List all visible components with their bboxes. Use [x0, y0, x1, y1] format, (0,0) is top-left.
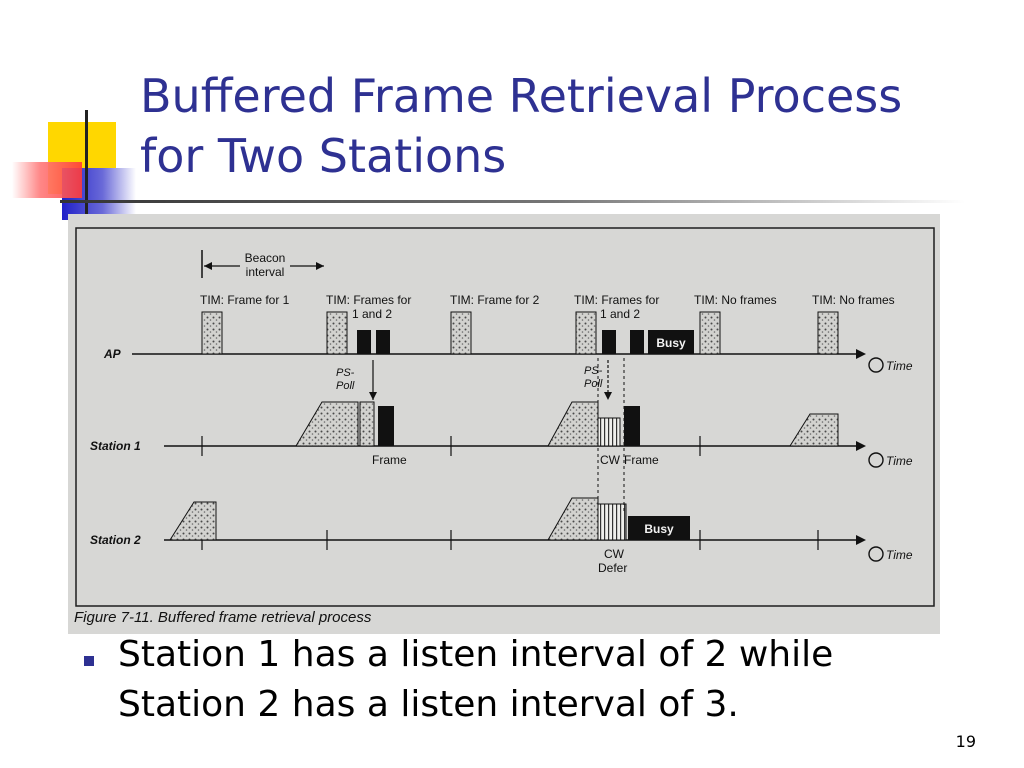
station-2-busy-block	[628, 516, 690, 540]
decor-red-bar	[12, 162, 82, 198]
station-1-frame-label-2: Frame	[624, 453, 659, 467]
ap-buffered-frame-3	[602, 330, 616, 354]
title-divider	[60, 200, 965, 203]
ap-busy-block	[648, 330, 694, 354]
station-1-ps-poll-frame	[359, 401, 375, 447]
beacon-interval-arrowhead-left	[204, 262, 212, 270]
ap-buffered-frame-4	[630, 330, 644, 354]
ap-beacon-6	[817, 311, 839, 355]
diagram-figure: Beacon interval TIM: Frame for 1 TIM: Fr…	[68, 214, 940, 634]
station-1-received-frame-2	[624, 406, 640, 446]
beacon-interval-label-line-1: Beacon	[245, 251, 286, 265]
decor-vertical-line	[85, 110, 88, 218]
station-2-time-label: Time	[886, 548, 913, 562]
row-label-station-2: Station 2	[90, 533, 141, 547]
row-label-ap: AP	[103, 347, 122, 361]
station-2-busy-label: Busy	[644, 522, 674, 536]
station-1-awake-window-3	[789, 413, 839, 447]
station-1-received-frame	[378, 406, 394, 446]
station-1-timeline-arrowhead	[856, 441, 866, 451]
tim-label-1: TIM: Frame for 1	[200, 293, 290, 307]
ap-beacon-4	[575, 311, 597, 355]
station-2-cw-label: CW	[604, 547, 625, 561]
station-2-contention-window	[597, 503, 627, 541]
station-2-awake-window-2	[547, 497, 599, 541]
bullet-marker	[84, 656, 94, 666]
ap-time-label: Time	[886, 359, 913, 373]
station-1-clock-icon	[868, 452, 884, 468]
slide-title-line-2: for Two Stations	[140, 129, 507, 183]
station-1-cw-label: CW	[600, 453, 621, 467]
ap-beacon-1	[201, 311, 223, 355]
tim-label-3: TIM: Frame for 2	[450, 293, 540, 307]
station-1-contention-window	[597, 417, 621, 447]
ps-poll-arrowhead-1	[369, 392, 377, 400]
tim-label-2-line-1: TIM: Frames for	[326, 293, 411, 307]
station-1-frame-label: Frame	[372, 453, 407, 467]
station-2-defer-label: Defer	[598, 561, 627, 575]
ps-poll-label-2-line-2: Poll	[584, 378, 603, 390]
station-2-timeline-arrowhead	[856, 535, 866, 545]
beacon-interval-label-line-2: interval	[246, 265, 285, 279]
beacon-interval-arrowhead-right	[316, 262, 324, 270]
ps-poll-label-2-line-1: PS-	[584, 365, 603, 377]
diagram-svg: Beacon interval TIM: Frame for 1 TIM: Fr…	[74, 227, 935, 626]
ps-poll-label-1-line-2: Poll	[336, 380, 355, 392]
station-2-awake-window-1	[169, 501, 217, 541]
page-number: 19	[955, 732, 976, 751]
row-label-station-1: Station 1	[90, 439, 141, 453]
ap-clock-icon	[868, 357, 884, 373]
ap-beacon-3	[450, 311, 472, 355]
figure-border	[75, 227, 935, 607]
bullet-text: Station 1 has a listen interval of 2 whi…	[118, 634, 834, 725]
slide-title-line-1: Buffered Frame Retrieval Process	[140, 69, 903, 123]
ap-beacon-5	[699, 311, 721, 355]
ps-poll-label-1-line-1: PS-	[336, 367, 355, 379]
figure-caption: Figure 7-11. Buffered frame retrieval pr…	[74, 609, 372, 626]
station-1-awake-window-2	[547, 401, 599, 447]
station-2-clock-icon	[868, 546, 884, 562]
tim-label-4-line-1: TIM: Frames for	[574, 293, 659, 307]
ap-beacon-2	[326, 311, 348, 355]
tim-label-6: TIM: No frames	[812, 293, 895, 307]
ps-poll-arrowhead-2	[604, 392, 612, 400]
tim-label-2-line-2: 1 and 2	[352, 307, 392, 321]
tim-label-4-line-2: 1 and 2	[600, 307, 640, 321]
ap-timeline-arrowhead	[856, 349, 866, 359]
tim-label-5: TIM: No frames	[694, 293, 777, 307]
slide-title: Buffered Frame Retrieval Process for Two…	[140, 66, 1000, 186]
ap-busy-label: Busy	[656, 336, 686, 350]
station-1-awake-window-1	[295, 401, 359, 447]
ap-buffered-frame-2	[376, 330, 390, 354]
station-1-time-label: Time	[886, 454, 913, 468]
ap-buffered-frame-1	[357, 330, 371, 354]
